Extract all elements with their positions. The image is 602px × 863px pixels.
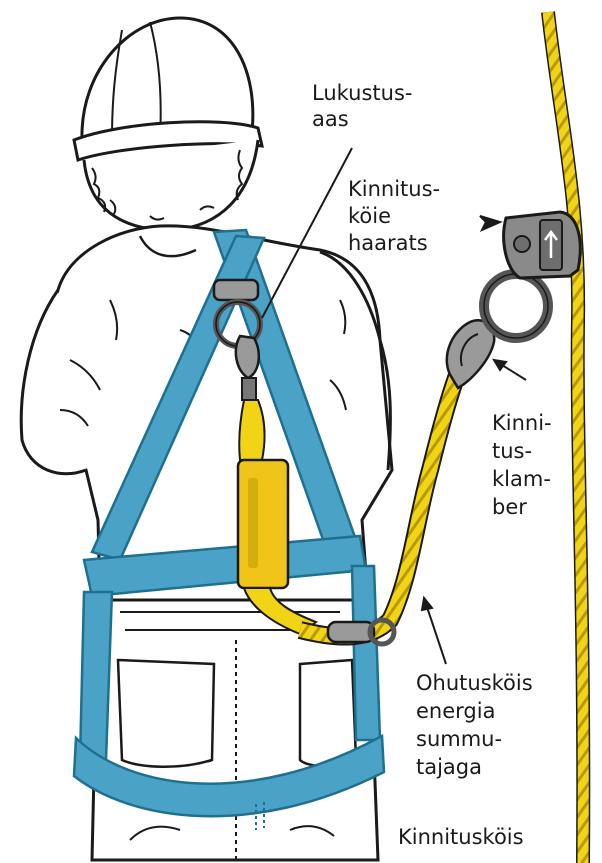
arrow-kinnituskoie-haarats bbox=[480, 216, 500, 230]
label-kinnituskoie-haarats-line-1: Kinnitus- bbox=[348, 177, 440, 201]
label-ohutuskois-line-4: tajaga bbox=[416, 755, 482, 779]
label-kinnituskois-line-1: Kinnitusköis bbox=[398, 825, 524, 849]
label-kinnituskoie-haarats-line-2: köie bbox=[348, 204, 391, 228]
label-kinnituskoie-haarats-line-3: haarats bbox=[348, 231, 428, 255]
label-kinnituskois: Kinnitusköis bbox=[398, 825, 524, 849]
connector-carabiner bbox=[447, 320, 494, 388]
label-kinnituskoie-haarats: Kinnitus- köie haarats bbox=[348, 177, 440, 255]
lifeline-rope bbox=[548, 12, 583, 863]
rope-grab bbox=[484, 212, 580, 338]
label-kinnitusklamber-line-3: klam- bbox=[492, 467, 551, 491]
label-ohutuskois-line-1: Ohutusköis bbox=[416, 671, 533, 695]
label-lukustusaas-line-2: aas bbox=[312, 107, 349, 131]
label-ohutuskois-line-2: energia bbox=[416, 699, 495, 723]
hard-hat bbox=[74, 18, 262, 160]
label-kinnitusklamber: Kinni- tus- klam- ber bbox=[492, 411, 552, 519]
label-ohutuskois: Ohutusköis energia summu- tajaga bbox=[416, 671, 533, 779]
label-lukustusaas-line-1: Lukustus- bbox=[312, 81, 412, 105]
label-kinnitusklamber-line-4: ber bbox=[492, 495, 527, 519]
label-kinnitusklamber-line-1: Kinni- bbox=[492, 411, 552, 435]
label-lukustusaas: Lukustus- aas bbox=[312, 81, 412, 131]
label-kinnitusklamber-line-2: tus- bbox=[492, 439, 532, 463]
label-ohutuskois-line-3: summu- bbox=[416, 727, 502, 751]
